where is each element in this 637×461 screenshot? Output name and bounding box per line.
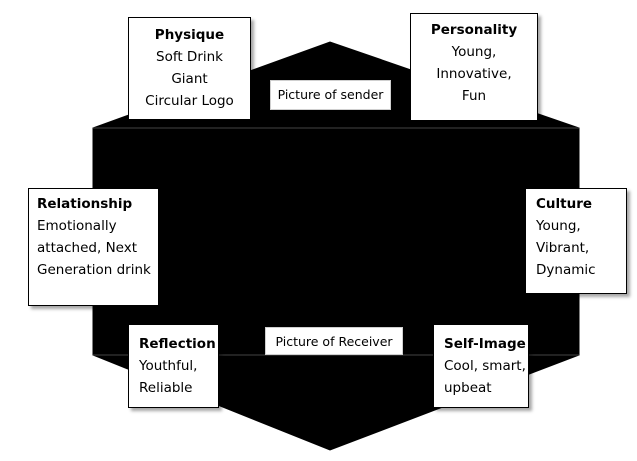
facet-personality-line: Fun (461, 88, 487, 104)
facet-self-image-line: upbeat (444, 380, 492, 396)
facet-culture-box: Culture Young, Vibrant, Dynamic (525, 188, 627, 294)
facet-relationship-line: Emotionally (37, 218, 117, 234)
facet-self-image-box: Self-Image Cool, smart, upbeat (433, 324, 529, 408)
facet-culture-heading: Culture (536, 196, 593, 212)
facet-physique-box: Physique Soft Drink Giant Circular Logo (128, 17, 251, 120)
facet-physique-line: Soft Drink (156, 49, 223, 65)
receiver-label: Picture of Receiver (265, 327, 403, 355)
facet-physique-line: Giant (171, 71, 208, 87)
facet-self-image-heading: Self-Image (444, 336, 526, 352)
facet-culture-line: Young, (536, 218, 581, 234)
facet-culture-line: Vibrant, (536, 240, 590, 256)
facet-personality-line: Innovative, (436, 66, 512, 82)
facet-relationship-line: attached, Next (37, 240, 138, 256)
facet-reflection-line: Reliable (139, 380, 193, 396)
facet-personality-heading: Personality (430, 22, 518, 38)
facet-reflection-line: Youthful, (139, 358, 198, 374)
sender-label: Picture of sender (270, 80, 391, 110)
facet-relationship-line: Generation drink (37, 262, 151, 278)
facet-physique-line: Circular Logo (145, 93, 234, 109)
facet-physique-heading: Physique (154, 27, 225, 43)
facet-reflection-box: Reflection Youthful, Reliable (128, 324, 219, 408)
facet-reflection-heading: Reflection (139, 336, 216, 352)
facet-personality-box: Personality Young, Innovative, Fun (410, 13, 538, 121)
facet-personality-line: Young, (451, 44, 497, 60)
facet-self-image-line: Cool, smart, (444, 358, 526, 374)
facet-relationship-box: Relationship Emotionally attached, Next … (28, 188, 159, 306)
facet-culture-line: Dynamic (536, 262, 596, 278)
facet-relationship-heading: Relationship (37, 196, 133, 212)
